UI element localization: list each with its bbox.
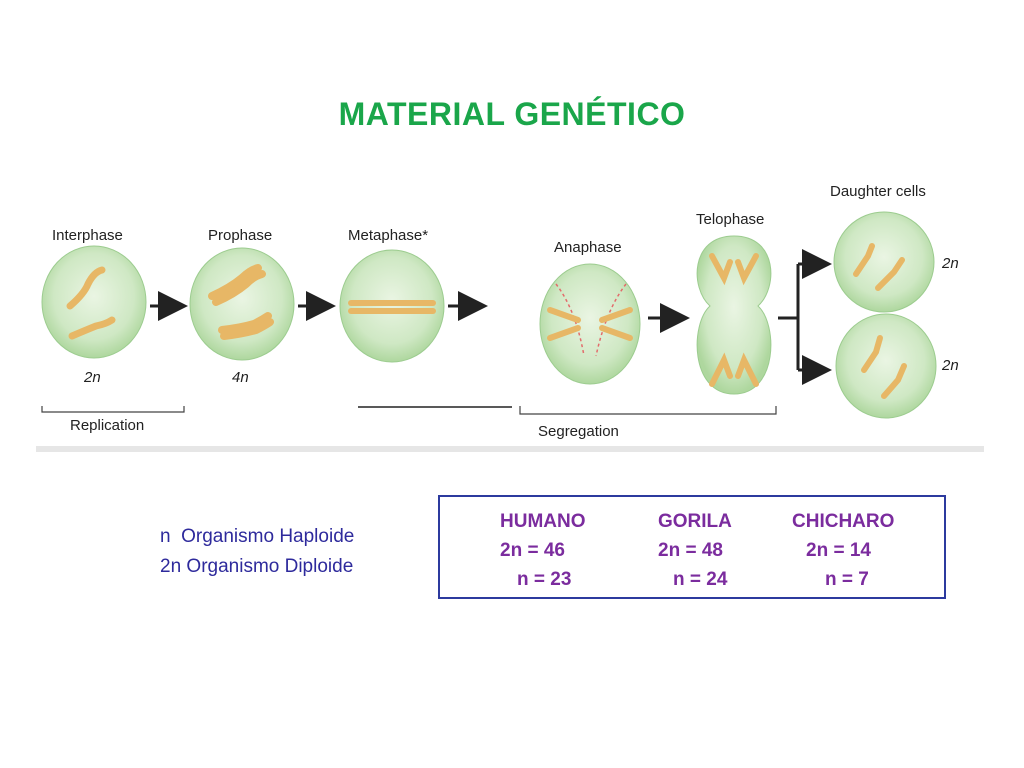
cell-anaphase <box>539 263 641 385</box>
daughter-cell-top <box>833 211 935 313</box>
chromosome <box>881 363 907 399</box>
diploid-count: 2n = 48 <box>658 540 723 561</box>
chromosome <box>68 316 116 340</box>
chromosome <box>861 335 883 373</box>
chromosome <box>547 307 581 341</box>
label-replication: Replication <box>70 417 144 434</box>
label-interphase: Interphase <box>52 227 123 244</box>
branch-line <box>778 264 800 370</box>
ploidy-daughter-top: 2n <box>941 255 959 272</box>
chromosome <box>599 307 633 341</box>
label-metaphase: Metaphase* <box>348 227 428 244</box>
column-header: CHICHARO <box>792 511 895 532</box>
haploid-count: n = 23 <box>517 569 572 590</box>
column-chicharo: CHICHARO 2n = 14 n = 7 <box>792 507 894 594</box>
ploidy-legend: n Organismo Haploide 2n Organismo Diploi… <box>160 522 354 582</box>
chromosome <box>348 308 436 314</box>
chromosome <box>208 264 262 300</box>
haploid-count: n = 24 <box>673 569 728 590</box>
slide-title: MATERIAL GENÉTICO <box>338 96 686 132</box>
column-header: GORILA <box>658 511 732 532</box>
daughter-cell-bottom <box>835 313 937 419</box>
ploidy-interphase: 2n <box>83 369 101 386</box>
cell-telophase <box>696 235 772 395</box>
figure-shadow-band <box>36 446 984 452</box>
cell-interphase <box>41 245 147 359</box>
spindle <box>555 283 627 357</box>
cell-prophase <box>189 247 295 361</box>
chromosome <box>348 300 436 306</box>
diploid-count: 2n = 46 <box>500 540 565 561</box>
chromosome <box>212 270 266 306</box>
chromosome-count-table: HUMANO 2n = 46 n = 23 GORILA 2n = 48 n =… <box>438 495 946 599</box>
label-anaphase: Anaphase <box>554 239 622 256</box>
legend-diploid: 2n Organismo Diploide <box>160 556 354 577</box>
diploid-count: 2n = 14 <box>806 540 871 561</box>
label-telophase: Telophase <box>696 211 764 228</box>
ploidy-daughter-bottom: 2n <box>941 357 959 374</box>
replication-bracket <box>41 406 185 413</box>
chromosome <box>875 257 905 291</box>
chromosome <box>709 253 759 286</box>
chromosome <box>853 243 875 277</box>
chromosome <box>709 352 759 387</box>
label-segregation: Segregation <box>538 423 619 440</box>
legend-haploid: n Organismo Haploide <box>160 526 355 547</box>
chromosome <box>66 266 106 310</box>
label-daughter-cells: Daughter cells <box>830 183 926 200</box>
mitosis-figure: Interphase 2n Prophase 4n Metaphase* Ana… <box>36 160 984 460</box>
ploidy-prophase: 4n <box>232 369 249 386</box>
haploid-count: n = 7 <box>825 569 869 590</box>
column-gorila: GORILA 2n = 48 n = 24 <box>658 507 732 594</box>
label-prophase: Prophase <box>208 227 272 244</box>
segregation-bracket <box>519 406 777 415</box>
chromosome <box>218 312 272 334</box>
column-header: HUMANO <box>500 511 586 532</box>
column-humano: HUMANO 2n = 46 n = 23 <box>500 507 586 594</box>
chromosome <box>220 318 274 340</box>
